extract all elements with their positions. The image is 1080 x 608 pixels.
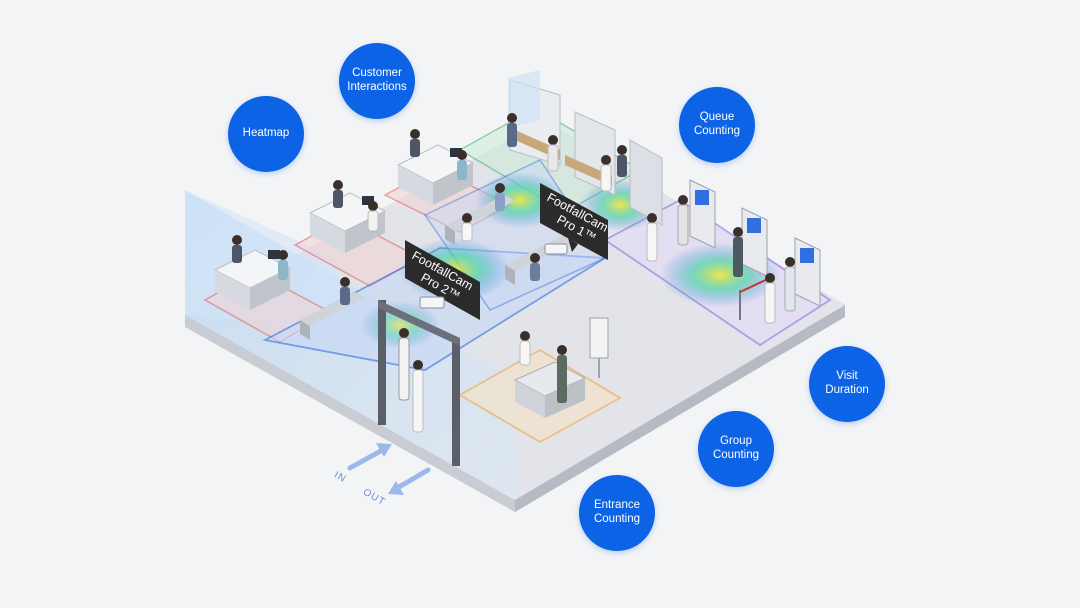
person-icon [461, 213, 473, 242]
person-icon [333, 180, 343, 208]
atm-icon [794, 237, 821, 307]
person-icon [764, 273, 776, 324]
visit-duration-label: Visit Duration [825, 370, 869, 396]
person-icon [507, 113, 517, 147]
person-icon [784, 257, 796, 312]
desk-right [396, 144, 475, 205]
atm-row [689, 179, 821, 320]
visit-duration-bubble[interactable]: Visit Duration [809, 346, 885, 422]
person-icon [557, 345, 567, 403]
arrow-out-icon [388, 467, 431, 495]
atm-icon [689, 179, 716, 249]
heatmap-label: Heatmap [242, 127, 290, 140]
person-icon [600, 155, 612, 192]
entrance-gate [378, 300, 460, 466]
person-icon [646, 213, 658, 262]
person-icon [367, 201, 379, 232]
entrance-counting-label: Entrance Counting [593, 499, 641, 525]
atm-icon [741, 207, 768, 277]
person-icon [617, 145, 627, 177]
group-counting-bubble[interactable]: Group Counting [698, 411, 774, 487]
person-icon [410, 129, 420, 157]
customer-interactions-bubble[interactable]: Customer Interactions [339, 43, 415, 119]
person-icon [398, 328, 410, 401]
heatmap-bubble[interactable]: Heatmap [228, 96, 304, 172]
customer-interactions-label: Customer Interactions [347, 67, 407, 93]
person-icon [547, 135, 559, 172]
queue-counting-label: Queue Counting [693, 111, 741, 137]
group-counting-label: Group Counting [712, 435, 760, 461]
person-icon [457, 150, 467, 180]
person-icon [412, 360, 424, 433]
camera-icon [544, 243, 568, 255]
person-icon [733, 227, 743, 277]
person-icon [530, 253, 540, 281]
arrow-in-icon [347, 443, 392, 471]
person-icon [495, 183, 505, 211]
queue-counting-bubble[interactable]: Queue Counting [679, 87, 755, 163]
camera-icon [419, 296, 445, 309]
person-icon [232, 235, 242, 263]
person-icon [278, 250, 288, 280]
entrance-counting-bubble[interactable]: Entrance Counting [579, 475, 655, 551]
person-icon [519, 331, 531, 366]
person-icon [340, 277, 350, 305]
people [232, 113, 796, 433]
person-icon [677, 195, 689, 246]
